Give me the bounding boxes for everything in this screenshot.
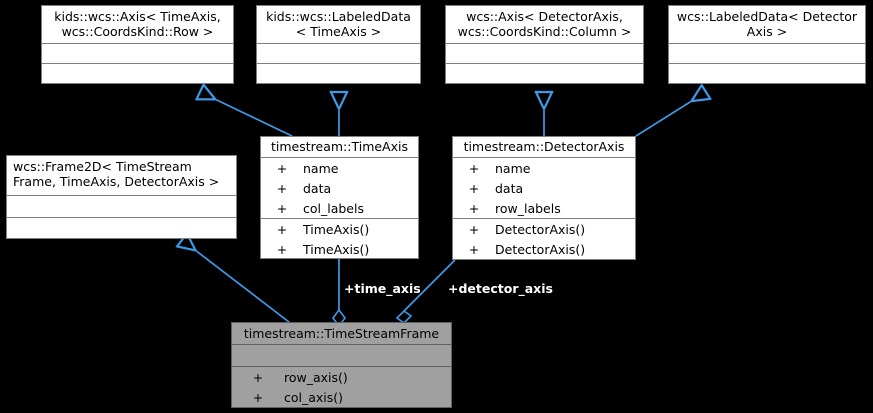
member-name: col_axis(): [284, 390, 344, 405]
class-attributes-section: [7, 196, 236, 218]
class-box-wcs-axis-detectoraxis[interactable]: wcs::Axis< DetectorAxis, wcs::CoordsKind…: [445, 5, 644, 84]
class-title: timestream::TimeStreamFrame: [232, 323, 451, 345]
member-row: + TimeAxis(): [261, 240, 418, 260]
class-attributes-section: [257, 44, 420, 64]
class-operations-section: + TimeAxis() + TimeAxis(): [261, 219, 418, 260]
member-row: + name: [261, 159, 418, 179]
member-row: + data: [261, 179, 418, 199]
class-operations-section: [42, 64, 233, 83]
class-title: wcs::Axis< DetectorAxis, wcs::CoordsKind…: [446, 6, 643, 44]
edge-detectoraxis-to-labeleddata-detector: [635, 92, 706, 137]
member-name: data: [495, 181, 524, 196]
class-operations-section: [446, 64, 643, 83]
visibility-marker: +: [276, 201, 288, 216]
class-box-wcs-labeleddata-detectoraxis[interactable]: wcs::LabeledData< Detector Axis >: [668, 5, 866, 84]
edge-label-detector-axis: +detector_axis: [448, 281, 553, 296]
class-title: kids::wcs::Axis< TimeAxis, wcs::CoordsKi…: [42, 6, 233, 44]
member-row: + col_labels: [261, 199, 418, 219]
class-box-wcs-frame2d[interactable]: wcs::Frame2D< TimeStream Frame, TimeAxis…: [6, 155, 237, 239]
visibility-marker: +: [252, 390, 264, 405]
class-attributes-section: [669, 44, 865, 64]
class-attributes-section: + name + data + col_labels: [261, 158, 418, 219]
class-operations-section: + row_axis() + col_axis(): [232, 367, 451, 407]
member-row: + data: [453, 179, 635, 199]
member-row: + TimeAxis(): [261, 220, 418, 240]
member-row: + name: [453, 159, 635, 179]
class-title: timestream::TimeAxis: [261, 137, 418, 158]
class-box-kids-wcs-axis-timeaxis[interactable]: kids::wcs::Axis< TimeAxis, wcs::CoordsKi…: [41, 5, 234, 84]
class-operations-section: [669, 64, 865, 83]
visibility-marker: +: [468, 222, 480, 237]
visibility-marker: +: [468, 201, 480, 216]
member-name: DetectorAxis(): [495, 242, 586, 257]
class-attributes-section: [232, 345, 451, 367]
member-row: + col_axis(): [232, 388, 451, 408]
class-attributes-section: [446, 44, 643, 64]
class-attributes-section: [42, 44, 233, 64]
class-operations-section: [257, 64, 420, 83]
class-box-kids-wcs-labeleddata-timeaxis[interactable]: kids::wcs::LabeledData < TimeAxis >: [256, 5, 421, 84]
member-name: row_labels: [495, 201, 561, 216]
class-box-timestream-timeaxis[interactable]: timestream::TimeAxis +name +data +col_la…: [260, 136, 419, 259]
class-operations-section: + DetectorAxis() + DetectorAxis(): [453, 219, 635, 261]
member-name: TimeAxis(): [303, 222, 370, 237]
visibility-marker: +: [276, 181, 288, 196]
visibility-marker: +: [468, 161, 480, 176]
visibility-marker: +: [276, 161, 288, 176]
member-name: col_labels: [303, 201, 364, 216]
member-name: name: [495, 161, 531, 176]
class-title: wcs::LabeledData< Detector Axis >: [669, 6, 865, 44]
visibility-marker: +: [468, 181, 480, 196]
class-title: wcs::Frame2D< TimeStream Frame, TimeAxis…: [7, 156, 236, 196]
class-box-timestream-timestreamframe[interactable]: timestream::TimeStreamFrame + row_axis() …: [231, 322, 452, 408]
member-name: data: [303, 181, 332, 196]
visibility-marker: +: [276, 242, 288, 257]
member-name: name: [303, 161, 339, 176]
visibility-marker: +: [276, 222, 288, 237]
class-box-timestream-detectoraxis[interactable]: timestream::DetectorAxis +name +data +ro…: [452, 136, 636, 260]
member-row: + DetectorAxis(): [453, 220, 635, 240]
class-title: kids::wcs::LabeledData < TimeAxis >: [257, 6, 420, 44]
member-row: + DetectorAxis(): [453, 240, 635, 260]
visibility-marker: +: [468, 242, 480, 257]
class-operations-section: [7, 218, 236, 238]
member-row: + row_labels: [453, 199, 635, 219]
member-name: row_axis(): [284, 370, 348, 385]
edge-timeaxis-to-axis-time: [200, 92, 293, 137]
member-name: TimeAxis(): [303, 242, 370, 257]
class-title: timestream::DetectorAxis: [453, 137, 635, 158]
class-attributes-section: + name + data + row_labels: [453, 158, 635, 219]
edge-label-time-axis: +time_axis: [344, 281, 421, 296]
visibility-marker: +: [252, 370, 264, 385]
member-row: + row_axis(): [232, 368, 451, 388]
edge-timestreamframe-to-frame2d: [182, 240, 290, 323]
member-name: DetectorAxis(): [495, 222, 586, 237]
